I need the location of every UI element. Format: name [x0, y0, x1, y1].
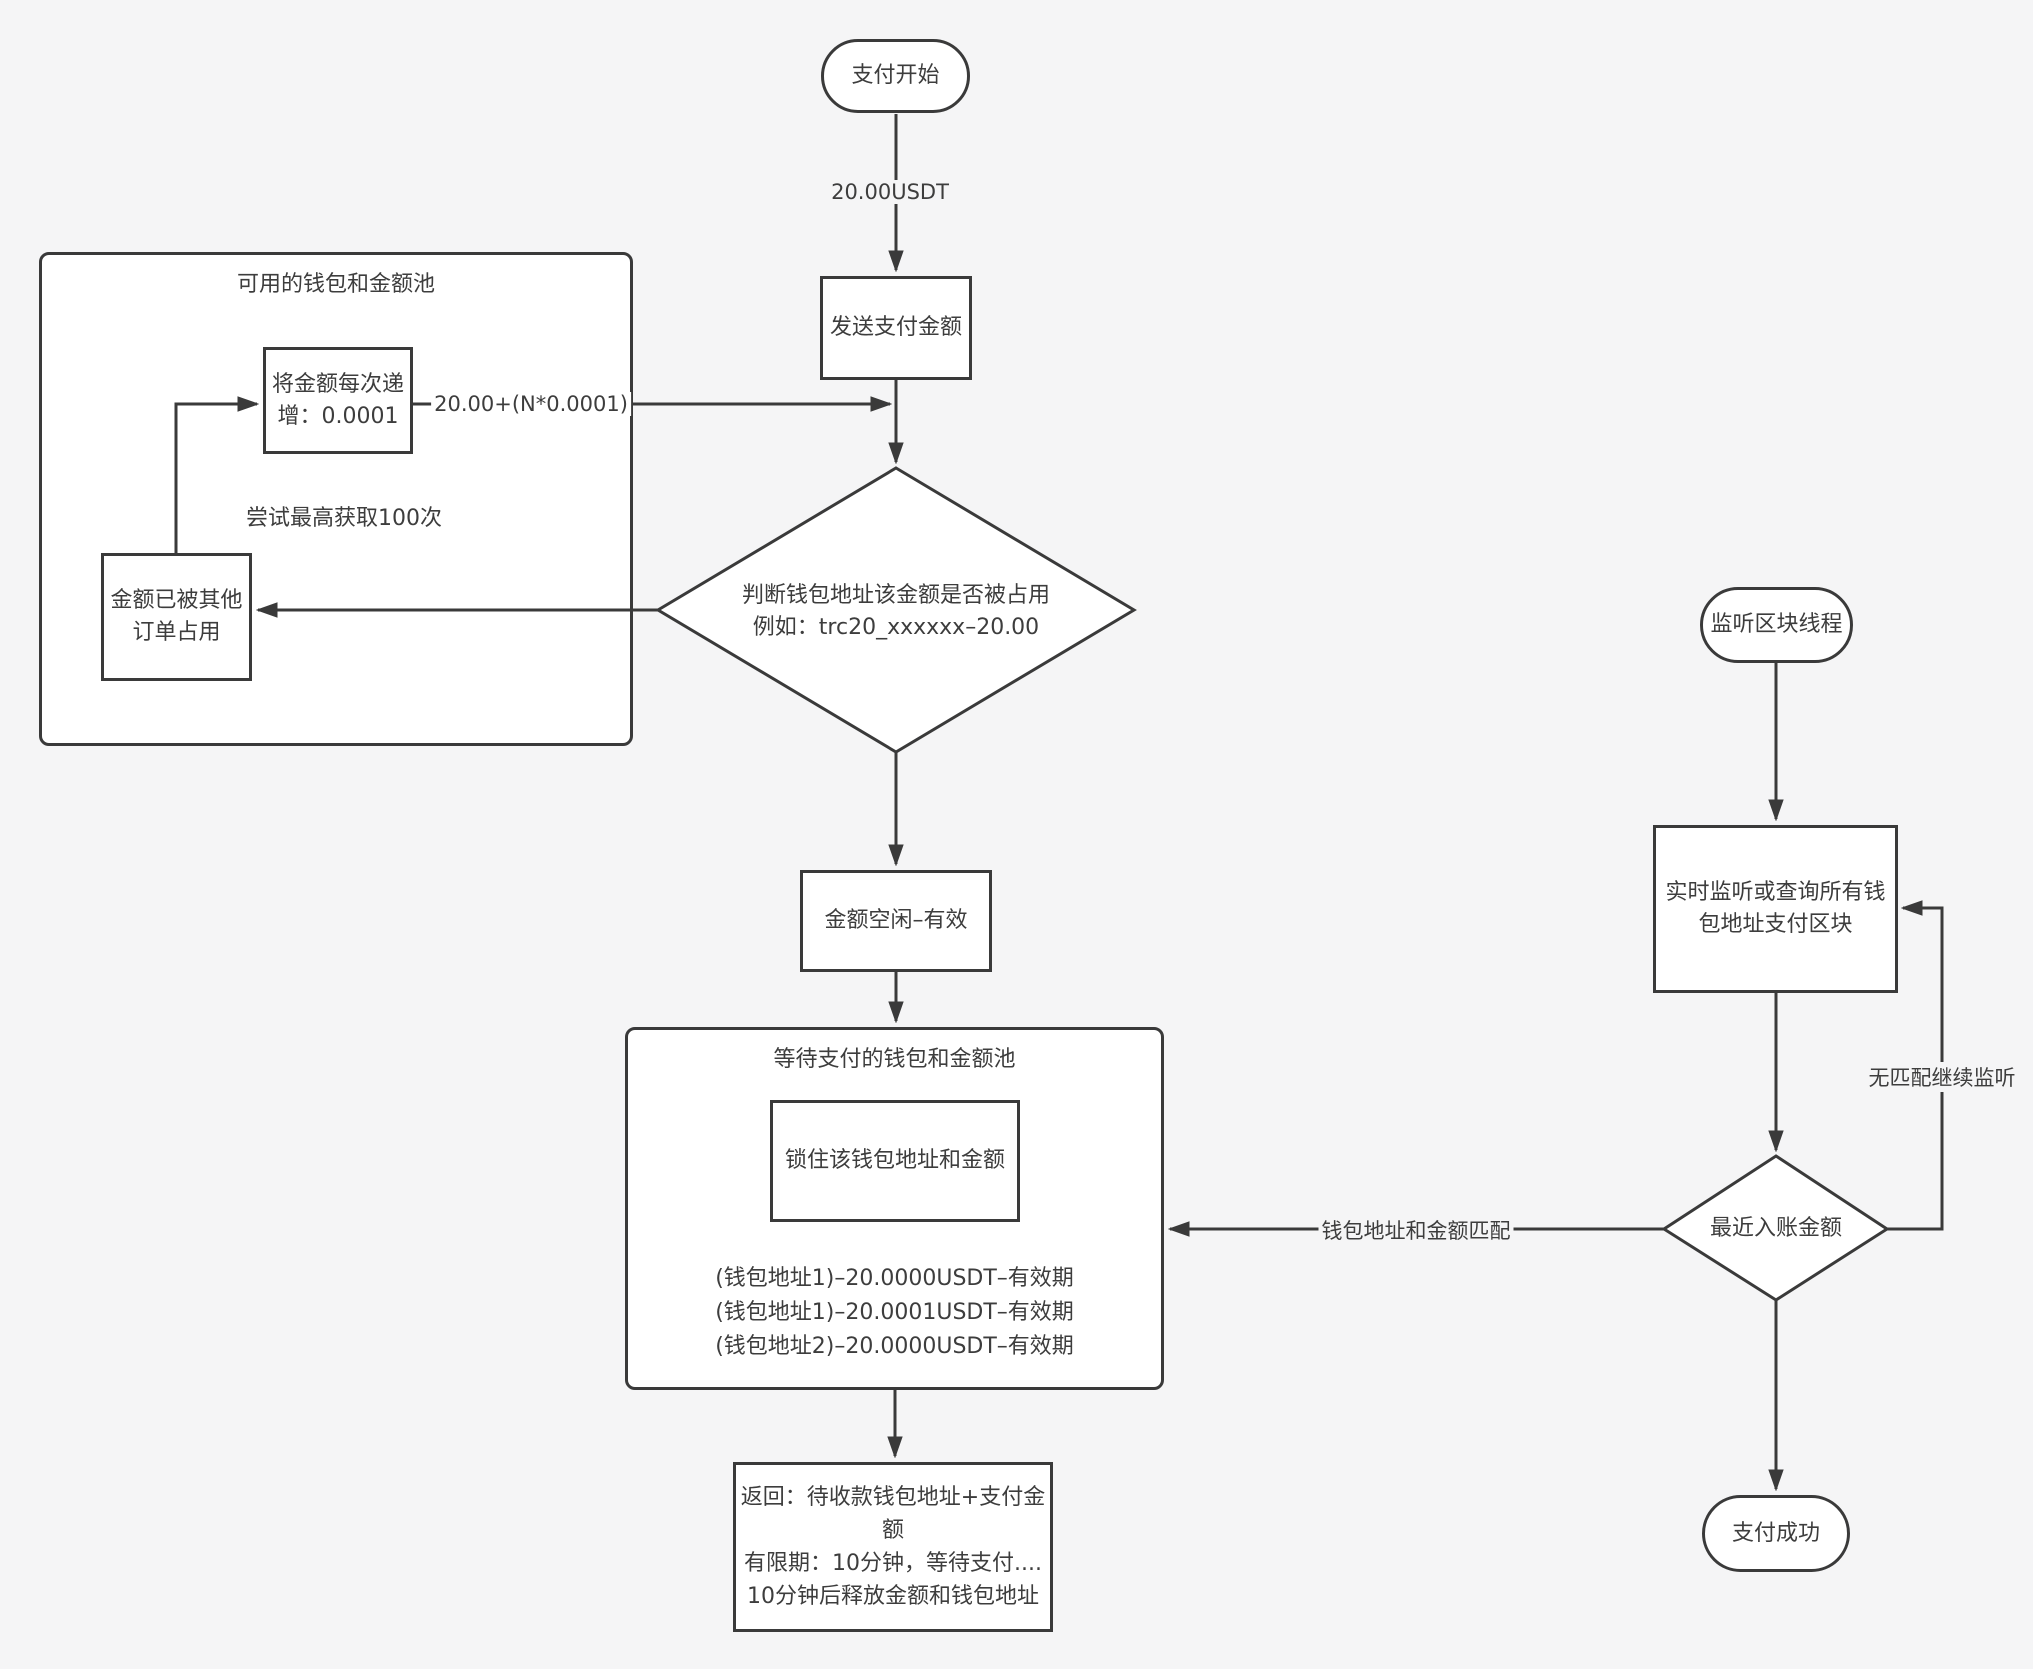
- return-node: 返回：待收款钱包地址+支付金额 有限期：10分钟，等待支付.... 10分钟后释…: [733, 1462, 1053, 1632]
- occupied-node: 金额已被其他 订单占用: [101, 553, 252, 681]
- increment-node: 将金额每次递 增：0.0001: [263, 347, 413, 454]
- recent-amount-label: 最近入账金额: [1709, 1216, 1843, 1241]
- check-occupied-label: 判断钱包地址该金额是否被占用 例如：trc20_xxxxxx–20.00: [741, 583, 1051, 640]
- lock-wallet-label: 锁住该钱包地址和金额: [784, 1148, 1005, 1173]
- listen-start-node: 监听区块线程: [1700, 587, 1853, 663]
- match-label: 钱包地址和金额匹配: [1318, 1215, 1514, 1245]
- pool-entry-list: (钱包地址1)–20.0000USDT–有效期 (钱包地址1)–20.0001U…: [628, 1262, 1161, 1364]
- idle-valid-label: 金额空闲–有效: [824, 908, 968, 933]
- send-amount-node: 发送支付金额: [820, 276, 972, 380]
- no-match-label: 无匹配继续监听: [1865, 1062, 2019, 1092]
- increment-line1: 将金额每次递: [271, 371, 404, 397]
- occupied-line1: 金额已被其他: [110, 588, 243, 613]
- monitor-line2: 包地址支付区块: [1698, 912, 1853, 937]
- monitor-line1: 实时监听或查询所有钱: [1665, 880, 1886, 905]
- payment-amount-label: 20.00USDT: [828, 180, 952, 204]
- return-line1: 返回：待收款钱包地址+支付金额: [740, 1485, 1046, 1543]
- success-node: 支付成功: [1702, 1495, 1850, 1572]
- waiting-pool-title: 等待支付的钱包和金额池: [773, 1047, 1016, 1072]
- listen-start-label: 监听区块线程: [1710, 612, 1843, 637]
- pool-entry: (钱包地址1)–20.0000USDT–有效期: [715, 1266, 1074, 1291]
- edge-occupied-to-increment: [174, 404, 257, 553]
- success-label: 支付成功: [1731, 1520, 1820, 1546]
- return-line2: 有限期：10分钟，等待支付....: [744, 1551, 1042, 1576]
- decision-check-occupied: [655, 466, 1137, 754]
- available-pool-title: 可用的钱包和金额池: [236, 272, 435, 297]
- start-label: 支付开始: [851, 63, 940, 88]
- lock-wallet-node: 锁住该钱包地址和金额: [770, 1100, 1020, 1222]
- pool-entry: (钱包地址1)–20.0001USDT–有效期: [715, 1300, 1074, 1325]
- return-line3: 10分钟后释放金额和钱包地址: [747, 1584, 1039, 1609]
- start-node: 支付开始: [821, 39, 970, 113]
- retry-note: 尝试最高获取100次: [246, 506, 442, 531]
- send-amount-label: 发送支付金额: [829, 315, 962, 340]
- monitor-node: 实时监听或查询所有钱 包地址支付区块: [1653, 825, 1898, 993]
- increment-formula-label: 20.00+(N*0.0001): [431, 392, 631, 416]
- decision-recent-amount: [1661, 1154, 1890, 1302]
- increment-line2: 增：0.0001: [277, 403, 399, 429]
- pool-entry: (钱包地址2)–20.0000USDT–有效期: [715, 1334, 1074, 1359]
- idle-valid-node: 金额空闲–有效: [800, 870, 992, 972]
- occupied-line2: 订单占用: [132, 620, 221, 645]
